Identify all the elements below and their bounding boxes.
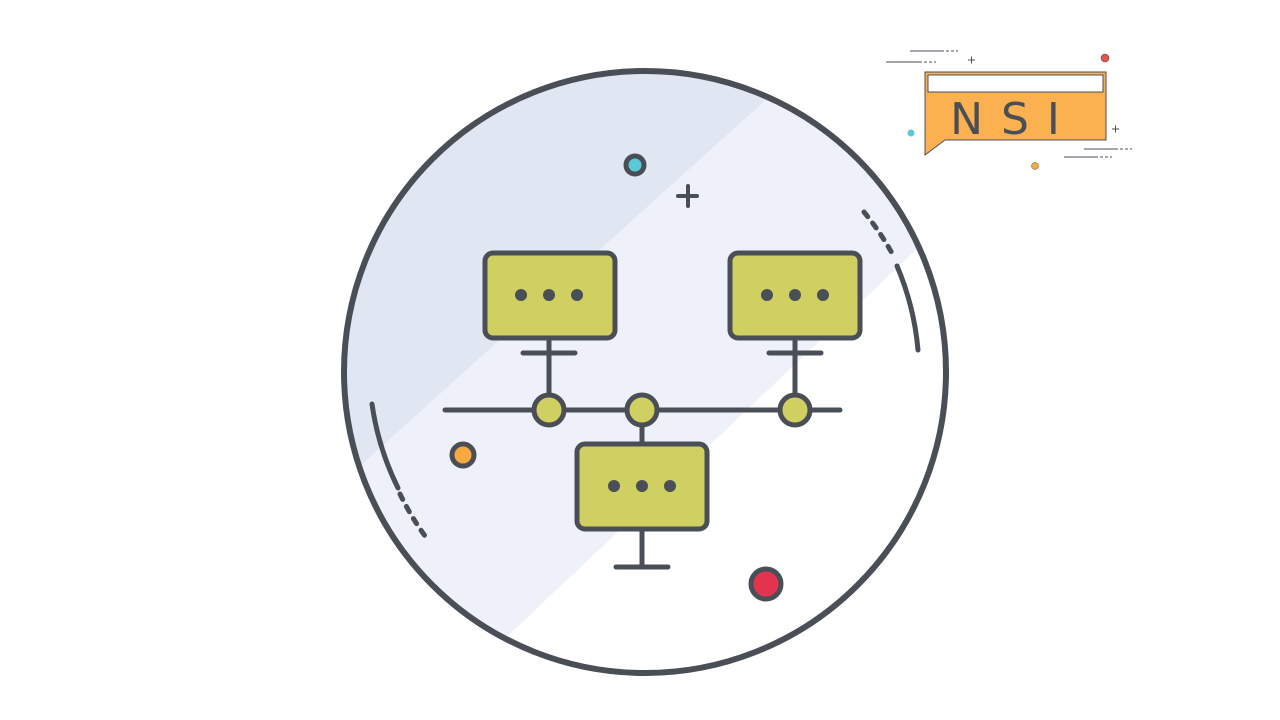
connector-right [777,392,813,428]
logo-bubble [924,71,1107,156]
plus-icon [676,184,699,208]
ellipsis-dot [636,480,648,492]
highlight-dashes-right [861,209,896,258]
dot-cyan [623,153,647,177]
badge-outline [341,68,949,676]
logo-text: NSI [950,94,1078,145]
logo-bubble-highlight [927,74,1104,93]
monitor-top-left [482,250,618,341]
monitor-top-right [727,250,863,341]
ellipsis-dot [543,289,555,301]
ellipsis-dot [817,289,829,301]
monitor-bottom-center [574,441,710,532]
ellipsis-dot [571,289,583,301]
logo: NSI [886,50,1132,170]
ellipsis-dot [515,289,527,301]
dot-orange [449,441,477,469]
logo-plus-icons [968,56,1119,133]
connector-nodes [531,392,813,428]
dot-red [748,566,784,602]
ellipsis-dot [608,480,620,492]
connector-left [531,392,567,428]
highlight-arc-left [369,401,401,491]
logo-decor-lines [886,50,1132,158]
highlight-arc-right [894,263,921,353]
logo-dot-cyan [907,129,915,137]
logo-dot-orange [1031,162,1039,170]
highlight-dashes-left [397,491,431,543]
connector-center [624,392,660,428]
ellipsis-dot [789,289,801,301]
ellipsis-dot [761,289,773,301]
ellipsis-dot [664,480,676,492]
network-badge [341,68,949,676]
logo-dot-red [1100,53,1110,63]
